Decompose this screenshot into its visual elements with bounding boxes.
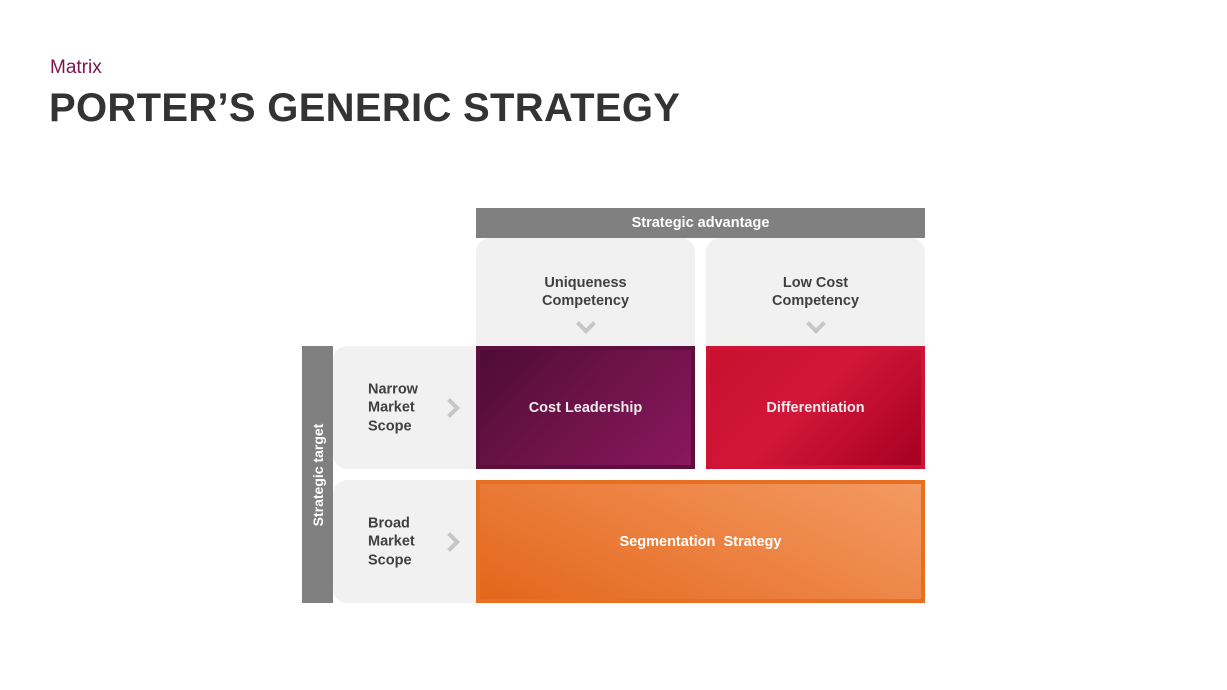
row-header-narrow: Narrow Market Scope <box>333 346 476 469</box>
cell-differentiation: Differentiation <box>706 346 925 469</box>
column-label-low-cost: Low Cost Competency <box>771 275 860 309</box>
slide-subtitle: Matrix <box>50 57 102 78</box>
chevron-down-icon <box>575 314 596 334</box>
row-label-narrow: Narrow Market Scope <box>368 380 418 434</box>
chevron-down-icon <box>805 314 826 334</box>
column-label-uniqueness: Uniqueness Competency <box>541 275 630 309</box>
slide-title: PORTER’S GENERIC STRATEGY <box>49 86 681 130</box>
strategic-target-axis: Strategic target <box>302 346 333 603</box>
strategic-advantage-axis: Strategic advantage <box>476 208 925 238</box>
cell-differentiation-label: Differentiation <box>766 399 865 416</box>
strategic-target-label: Strategic target <box>309 423 326 526</box>
chevron-right-icon <box>440 531 460 552</box>
row-header-broad: Broad Market Scope <box>333 480 476 603</box>
chevron-right-icon <box>440 397 460 418</box>
cell-cost-leadership: Cost Leadership <box>476 346 695 469</box>
column-header-uniqueness: Uniqueness Competency <box>476 238 695 346</box>
strategic-advantage-label: Strategic advantage <box>631 215 770 231</box>
cell-segmentation-strategy: Segmentation Strategy <box>476 480 925 603</box>
cell-cost-leadership-label: Cost Leadership <box>528 399 643 416</box>
cell-segmentation-label: Segmentation Strategy <box>619 533 782 550</box>
column-header-low-cost: Low Cost Competency <box>706 238 925 346</box>
row-label-broad: Broad Market Scope <box>368 514 415 568</box>
